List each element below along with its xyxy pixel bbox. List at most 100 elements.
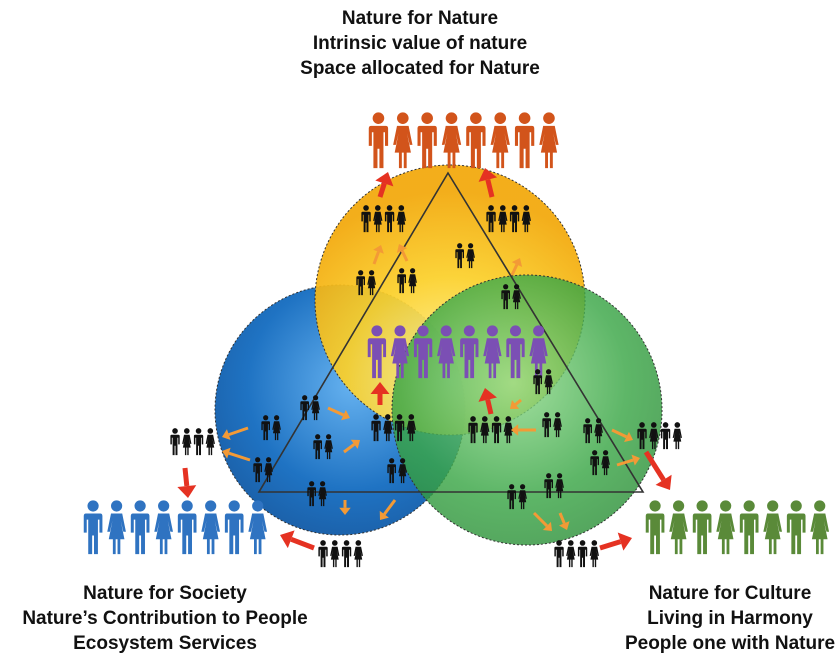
person-icon (589, 540, 599, 568)
arrow-head (222, 447, 231, 459)
orange-arrow (379, 499, 397, 520)
label-right-line-3: People one with Nature (624, 633, 836, 654)
nature-futures-diagram (83, 112, 830, 568)
red-arrow (478, 168, 498, 198)
label-right-line-1: Nature for Culture (648, 583, 812, 604)
nature-for-nature-label: Nature for Nature Intrinsic value of nat… (290, 6, 550, 81)
person-icon (466, 112, 486, 169)
culture-people-group (645, 500, 830, 555)
person-icon (566, 540, 576, 568)
arrow-shaft (485, 179, 495, 198)
person-icon (205, 428, 215, 456)
arrow-head (350, 439, 360, 449)
person-icon (193, 428, 204, 456)
orange-arrow (372, 245, 384, 265)
small-people-group (554, 540, 599, 568)
person-icon (692, 500, 712, 555)
arrows-layer (177, 168, 672, 551)
arrow-head (379, 510, 389, 520)
label-right-line-2: Living in Harmony (647, 608, 813, 629)
person-icon (739, 500, 759, 555)
orange-arrow (616, 454, 640, 467)
person-icon (393, 112, 413, 169)
society-people-group (83, 500, 268, 555)
arrow-head (511, 424, 519, 436)
scenario-triangle (257, 171, 645, 493)
arrow-head (370, 382, 390, 394)
arrow-shaft (514, 398, 522, 406)
arrow-head (511, 258, 523, 267)
person-icon (669, 500, 688, 555)
person-icon (554, 540, 564, 568)
person-icon (417, 112, 437, 169)
red-arrow (643, 450, 672, 490)
person-icon (490, 112, 510, 169)
arrow-head (655, 474, 672, 490)
red-arrow (370, 382, 390, 405)
arrow-head (624, 431, 633, 443)
orange-arrow (611, 428, 633, 443)
person-icon (177, 500, 197, 555)
arrow-head (375, 172, 394, 187)
arrow-shaft (400, 249, 409, 262)
orange-arrow (558, 512, 570, 530)
orange-arrow (343, 439, 360, 454)
red-arrow (375, 172, 394, 198)
person-icon (786, 500, 806, 555)
arrow-head (478, 388, 497, 402)
person-icon (154, 500, 173, 555)
person-icon (577, 540, 588, 568)
person-icon (810, 500, 830, 555)
arrow-shaft (377, 182, 387, 198)
nature-people-group (368, 112, 559, 169)
arrow-head (177, 485, 197, 498)
arrow-shaft (485, 399, 494, 415)
arrow-head (341, 409, 350, 421)
arrow-head (558, 521, 570, 530)
red-arrow (478, 388, 497, 415)
arrow-shaft (383, 499, 397, 516)
person-icon (660, 422, 671, 450)
red-arrow (599, 532, 632, 551)
orange-arrow (222, 447, 251, 462)
orange-arrow (510, 398, 522, 409)
label-top-line-2: Intrinsic value of nature (312, 33, 528, 54)
orange-arrow (327, 406, 350, 421)
arrow-head (478, 168, 498, 182)
person-icon (514, 112, 535, 169)
arrow-head (222, 429, 231, 441)
small-people-group (170, 428, 215, 456)
orange-arrow (222, 426, 249, 441)
small-people-group (318, 540, 363, 568)
person-icon (83, 500, 103, 555)
label-top-line-1: Nature for Nature (341, 8, 499, 29)
nature-for-culture-label: Nature for Culture Living in Harmony Peo… (610, 581, 840, 656)
person-icon (368, 112, 389, 169)
person-icon (645, 500, 665, 555)
culture-circle (391, 274, 663, 546)
red-arrow (280, 530, 315, 551)
arrow-shaft (372, 251, 380, 265)
arrow-shaft (510, 263, 519, 276)
arrow-head (631, 454, 640, 466)
label-left-line-1: Nature for Society (83, 583, 247, 604)
person-icon (716, 500, 735, 555)
arrow-shaft (290, 536, 315, 551)
arrow-shaft (558, 512, 566, 524)
person-icon (182, 428, 192, 456)
label-left-line-3: Ecosystem Services (73, 633, 257, 654)
person-icon (330, 540, 340, 568)
person-icon (341, 540, 352, 568)
label-top-line-3: Space allocated for Nature (300, 58, 540, 79)
arrow-shaft (643, 450, 666, 482)
arrow-shaft (327, 406, 345, 417)
nature-for-society-label: Nature for Society Nature’s Contribution… (0, 581, 330, 656)
orange-arrow (396, 244, 409, 262)
arrow-shaft (532, 511, 548, 527)
person-icon (441, 112, 462, 169)
arrow-shaft (228, 426, 249, 437)
orange-arrow (339, 500, 351, 515)
person-icon (672, 422, 682, 450)
person-icon (170, 428, 180, 456)
person-icon (318, 540, 328, 568)
